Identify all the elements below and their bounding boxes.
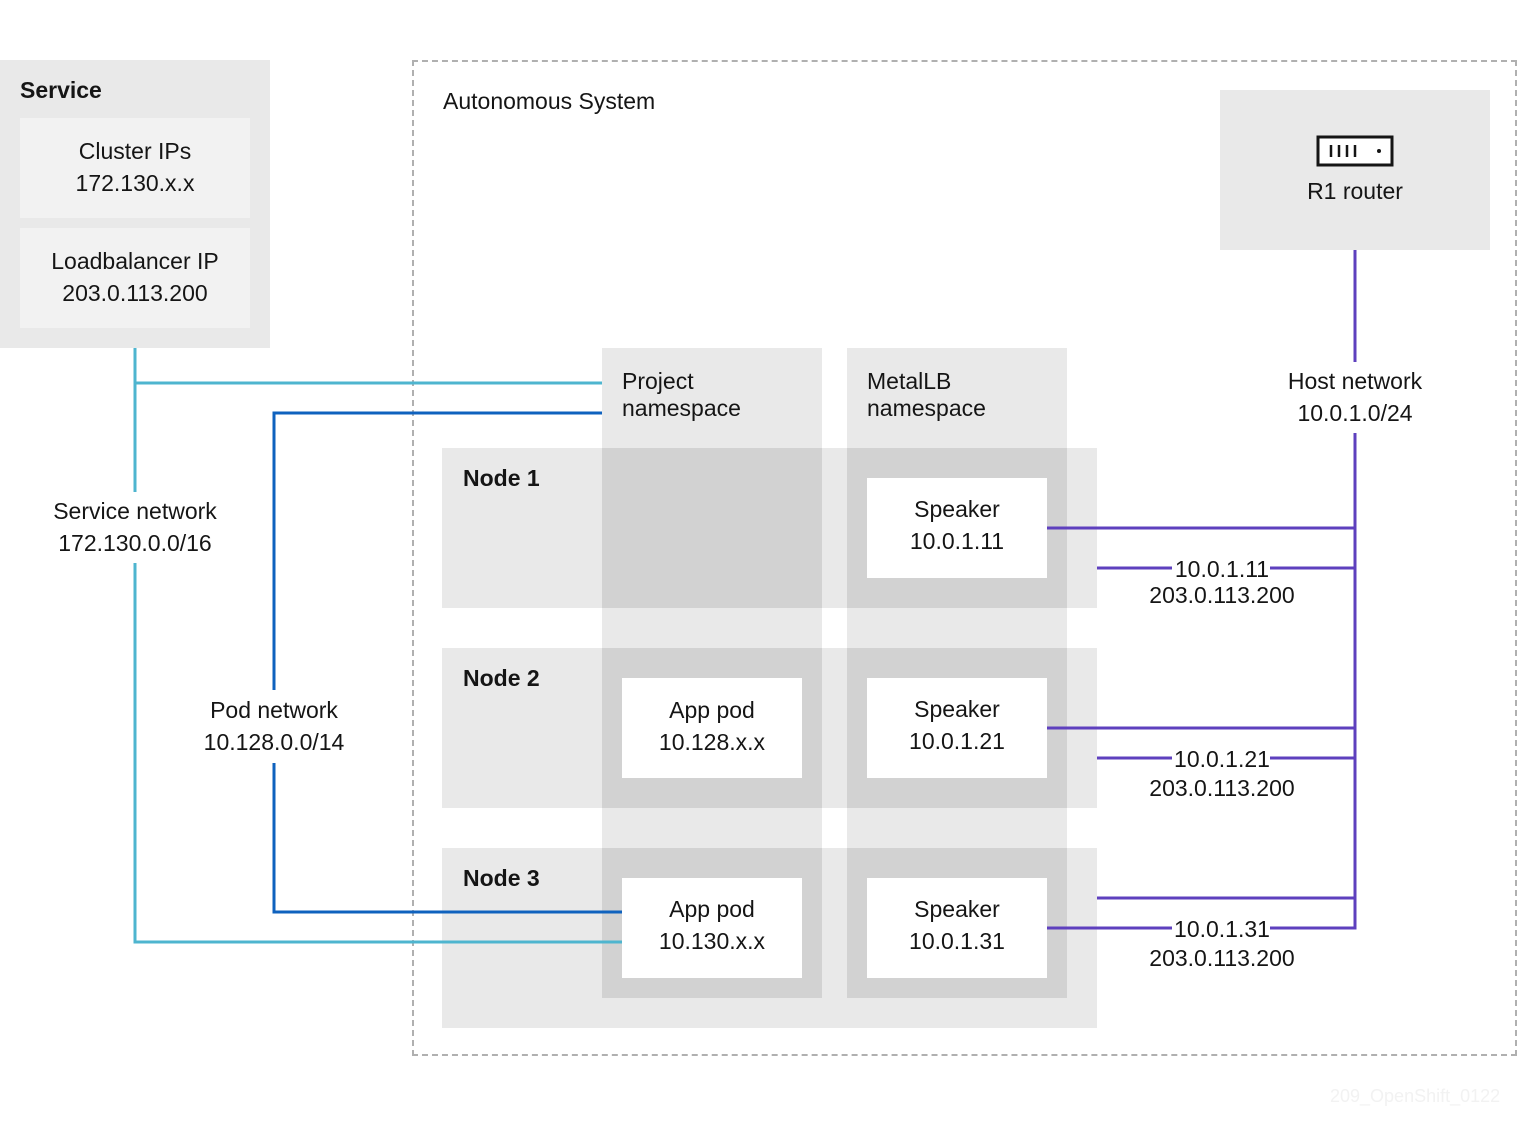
- speaker-node-3-label: Speaker: [914, 896, 1000, 922]
- app-pod-node-2-label: App pod: [669, 697, 755, 723]
- speaker-node-1-ip: 10.0.1.11: [909, 528, 1005, 554]
- router-box: [1220, 90, 1490, 250]
- route-node-2-lb: 203.0.113.200: [1149, 775, 1295, 801]
- route-node-3-ip: 10.0.1.31: [1174, 916, 1270, 942]
- pod-network-lines: [272, 411, 622, 914]
- loadbalancer-ip-label: Loadbalancer IP: [51, 248, 219, 274]
- speaker-node-1: Speaker 10.0.1.11: [867, 478, 1047, 578]
- loadbalancer-ip-box: [20, 228, 250, 328]
- cluster-ips-value: 172.130.x.x: [75, 170, 195, 196]
- node-1-project-cell: [602, 448, 822, 608]
- autonomous-system-title: Autonomous System: [443, 88, 656, 114]
- project-namespace-line1: Project: [622, 368, 694, 394]
- router-label: R1 router: [1307, 178, 1403, 204]
- speaker-node-3-ip: 10.0.1.31: [909, 928, 1005, 954]
- cluster-ips-label: Cluster IPs: [78, 138, 192, 164]
- watermark: 209_OpenShift_0122: [1330, 1086, 1501, 1106]
- metallb-namespace-label: MetalLB namespace: [867, 368, 986, 422]
- speaker-node-1-label: Speaker: [914, 496, 1000, 522]
- speaker-node-3: Speaker 10.0.1.31: [867, 878, 1047, 978]
- pod-network-label: Pod network: [210, 697, 338, 723]
- app-pod-node-3-label: App pod: [669, 896, 755, 922]
- pod-network-cidr: 10.128.0.0/14: [203, 729, 345, 755]
- metallb-namespace-line2: namespace: [867, 395, 986, 421]
- route-node-1-lb: 203.0.113.200: [1149, 582, 1295, 608]
- service-network-cidr: 172.130.0.0/16: [58, 530, 212, 556]
- route-node-1-ip: 10.0.1.11: [1174, 556, 1270, 582]
- service-network-label: Service network: [53, 498, 217, 524]
- route-node-3-lb: 203.0.113.200: [1149, 945, 1295, 971]
- autonomous-system-boundary: [412, 60, 1517, 1056]
- app-pod-node-3-ip: 10.130.x.x: [658, 928, 766, 954]
- host-network-label: Host network: [1287, 368, 1423, 394]
- service-title: Service: [20, 77, 102, 103]
- metallb-namespace-line1: MetalLB: [867, 368, 952, 394]
- host-network-cidr: 10.0.1.0/24: [1297, 400, 1413, 426]
- cluster-ips-box: [20, 118, 250, 218]
- app-pod-node-2-ip: 10.128.x.x: [658, 729, 766, 755]
- project-namespace-line2: namespace: [622, 395, 741, 421]
- app-pod-node-2: App pod 10.128.x.x: [622, 678, 802, 778]
- node-1-label: Node 1: [463, 465, 540, 491]
- route-node-2-ip: 10.0.1.21: [1174, 746, 1270, 772]
- app-pod-node-3: App pod 10.130.x.x: [622, 878, 802, 978]
- speaker-node-2: Speaker 10.0.1.21: [867, 678, 1047, 778]
- host-network-lines: [1047, 250, 1357, 930]
- speaker-node-2-ip: 10.0.1.21: [909, 728, 1005, 754]
- node-2-label: Node 2: [463, 665, 540, 691]
- service-network-lines: [133, 348, 622, 944]
- project-namespace-label: Project namespace: [622, 368, 741, 422]
- loadbalancer-ip-value: 203.0.113.200: [62, 280, 208, 306]
- node-3-label: Node 3: [463, 865, 540, 891]
- router-icon: [1316, 135, 1394, 172]
- speaker-node-2-label: Speaker: [914, 696, 1000, 722]
